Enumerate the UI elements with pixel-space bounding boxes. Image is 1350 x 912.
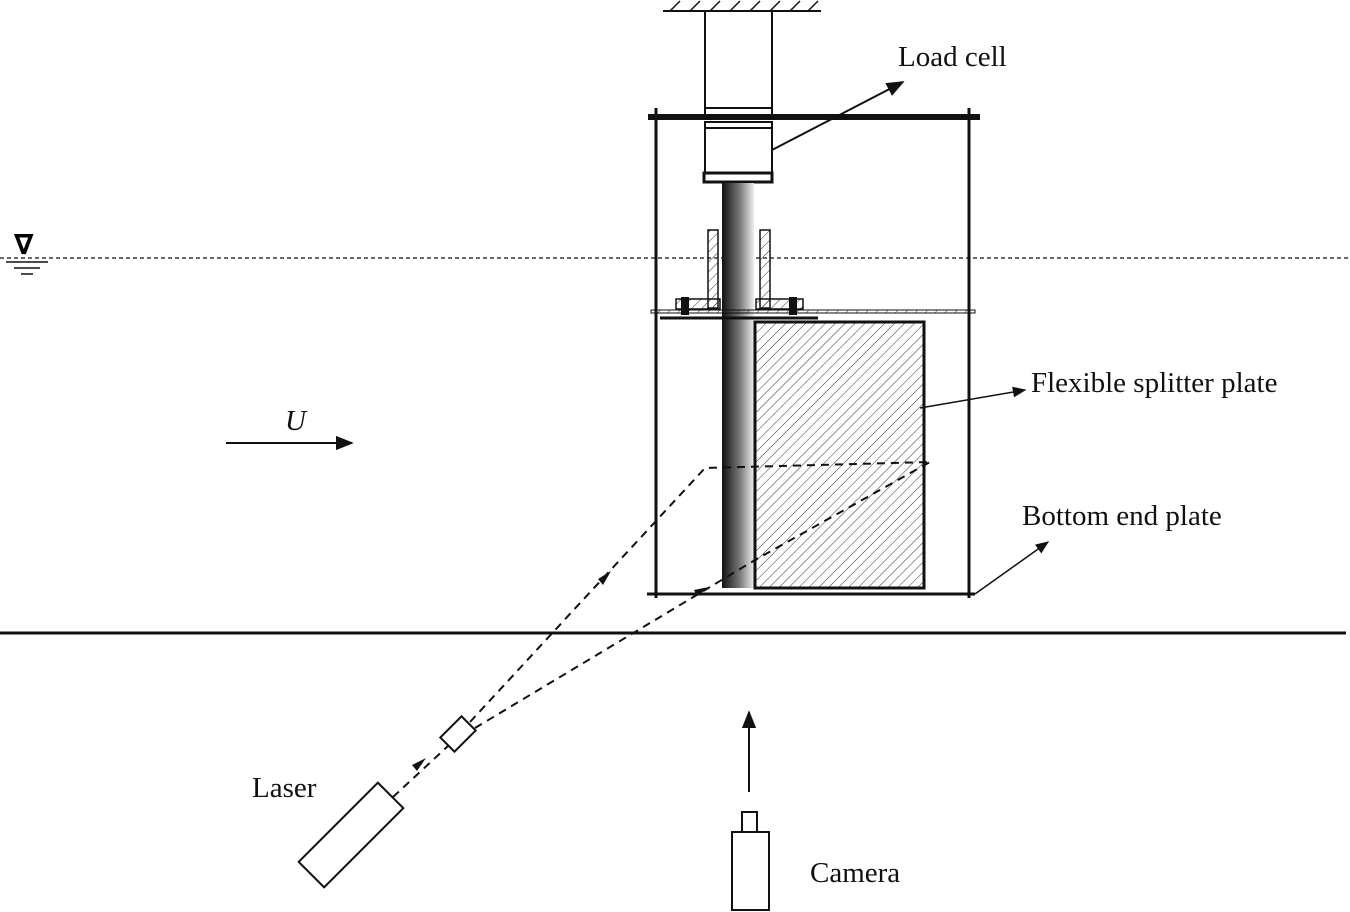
bolt-icon (789, 297, 797, 315)
mounting-bracket (650, 229, 976, 320)
bottom-end-plate-label: Bottom end plate (1022, 500, 1222, 532)
water-level: ∇ (0, 228, 1350, 275)
laser: Laser (252, 772, 405, 889)
laser-label: Laser (252, 772, 317, 804)
fixed-support (663, 0, 821, 12)
flow-direction: U (226, 405, 354, 451)
load-cell (702, 10, 774, 184)
cylindrical-lens (438, 714, 478, 754)
camera-label: Camera (810, 857, 900, 889)
bolt-icon (681, 297, 689, 315)
load-cell-label: Load cell (898, 41, 1007, 73)
flexible-splitter-plate (753, 320, 926, 590)
support-frame (648, 108, 980, 598)
flow-velocity-label: U (285, 405, 308, 437)
bottom-end-plate-leader (974, 541, 1050, 595)
cylinder-rod (722, 183, 754, 588)
load-cell-leader (771, 81, 905, 151)
water-level-symbol: ∇ (14, 228, 34, 261)
laser-body (297, 781, 405, 889)
camera: Camera (731, 710, 900, 911)
laser-beam (392, 461, 931, 798)
splitter-plate-leader (919, 386, 1027, 409)
splitter-plate-label: Flexible splitter plate (1031, 367, 1277, 399)
